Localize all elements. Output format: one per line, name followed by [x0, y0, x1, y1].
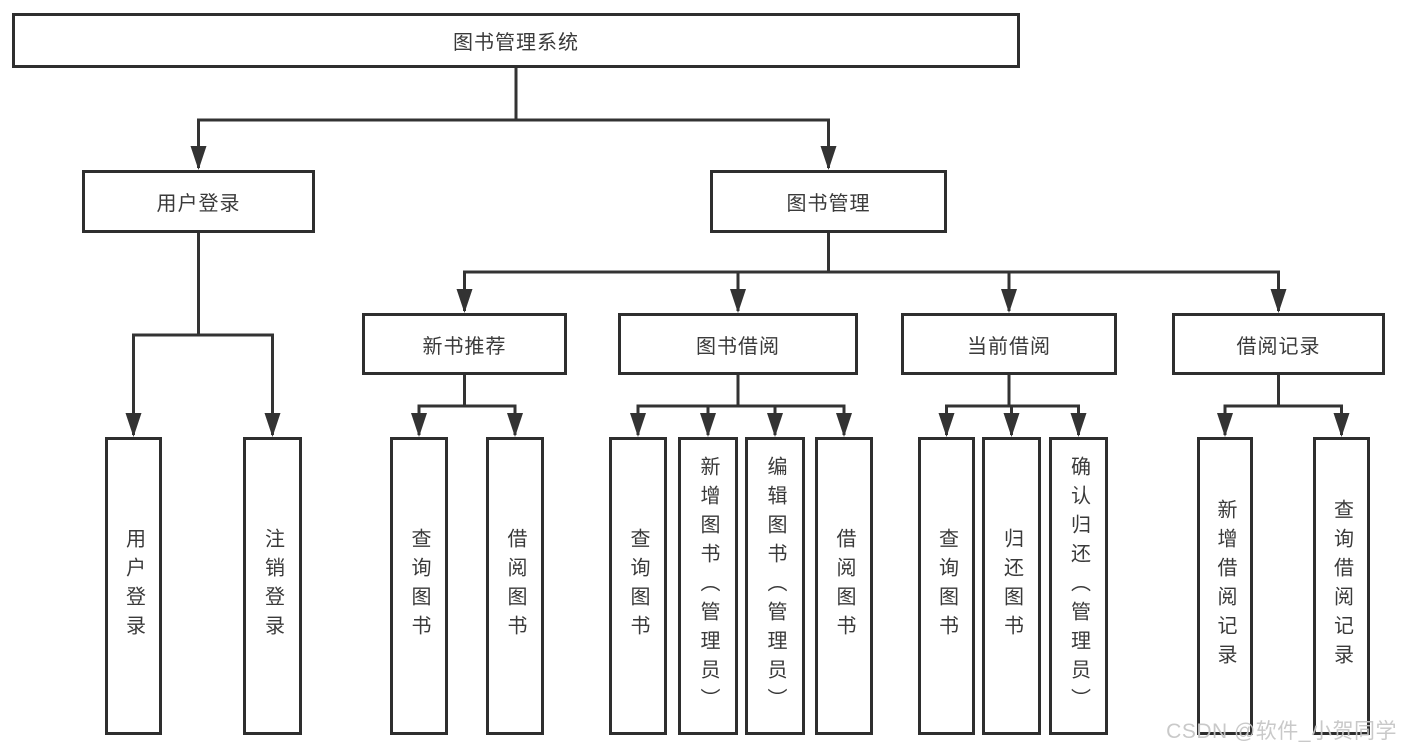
leaf-confirm-return-admin-label: 确认归还（管理员） [1067, 455, 1090, 717]
node-library-management-system: 图书管理系统 [12, 13, 1020, 68]
leaf-user-login-label: 用户登录 [122, 528, 145, 644]
leaf-add-borrow-record: 新增借阅记录 [1197, 437, 1253, 735]
leaf-add-book-admin: 新增图书（管理员） [678, 437, 738, 735]
connector-root-to-level2 [190, 68, 837, 170]
leaf-borrow-books-label: 借阅图书 [833, 528, 855, 644]
node-book-borrow: 图书借阅 [618, 313, 858, 375]
leaf-user-login: 用户登录 [105, 437, 162, 735]
connector-current-borrow-to-leaves [938, 375, 1087, 437]
leaf-borrow-books-recommend-label: 借阅图书 [504, 528, 526, 644]
node-current-borrow: 当前借阅 [901, 313, 1117, 375]
watermark: CSDN @软件_小贺同学 [1166, 720, 1397, 743]
leaf-confirm-return-admin: 确认归还（管理员） [1049, 437, 1108, 735]
leaf-return-book-label: 归还图书 [1000, 528, 1023, 644]
leaf-logout-label: 注销登录 [261, 528, 284, 644]
leaf-borrow-books: 借阅图书 [815, 437, 873, 735]
node-book-management: 图书管理 [710, 170, 947, 233]
leaf-query-books-recommend: 查询图书 [390, 437, 448, 735]
leaf-query-books-recommend-label: 查询图书 [408, 528, 430, 644]
leaf-return-book: 归还图书 [982, 437, 1041, 735]
connector-book-borrow-to-leaves [630, 375, 852, 437]
connector-new-book-to-leaves [411, 375, 523, 437]
node-new-book-recommend: 新书推荐 [362, 313, 567, 375]
leaf-borrow-books-recommend: 借阅图书 [486, 437, 544, 735]
leaf-logout: 注销登录 [243, 437, 302, 735]
leaf-edit-book-admin-label: 编辑图书（管理员） [764, 455, 786, 717]
node-user-login: 用户登录 [82, 170, 315, 233]
leaf-add-borrow-record-label: 新增借阅记录 [1214, 499, 1236, 673]
node-borrow-records: 借阅记录 [1172, 313, 1385, 375]
leaf-add-book-admin-label: 新增图书（管理员） [697, 455, 719, 717]
connector-user-login-to-leaves [125, 233, 281, 437]
connector-book-mgmt-to-level3 [456, 233, 1287, 313]
connector-borrow-records-to-leaves [1217, 375, 1350, 437]
leaf-edit-book-admin: 编辑图书（管理员） [745, 437, 805, 735]
leaf-query-borrow-record: 查询借阅记录 [1313, 437, 1370, 735]
leaf-query-books-current-label: 查询图书 [935, 528, 958, 644]
leaf-query-books-borrow-label: 查询图书 [627, 528, 649, 644]
leaf-query-books-current: 查询图书 [918, 437, 975, 735]
leaf-query-borrow-record-label: 查询借阅记录 [1330, 499, 1353, 673]
leaf-query-books-borrow: 查询图书 [609, 437, 667, 735]
